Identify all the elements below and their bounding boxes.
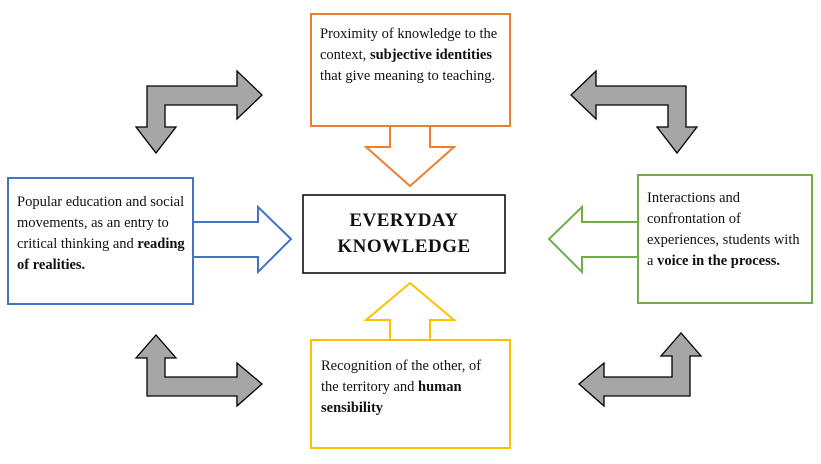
right-box (637, 174, 813, 304)
top-box-text: Proximity of knowledge to the context, s… (320, 24, 506, 87)
bottom-box-text-part1: Recognition of the other, of the territo… (321, 358, 482, 395)
right-box-text-bold: voice in the process. (657, 253, 781, 269)
bent-arrow-top-left (134, 69, 263, 155)
bottom-box-text: Recognition of the other, of the territo… (321, 356, 501, 419)
top-box-text-part1: Proximity of knowledge to the context, (320, 26, 498, 63)
left-box-text-bold: reading of realities. (17, 236, 185, 273)
left-box-text: Popular education and social movements, … (17, 192, 189, 276)
center-box (302, 194, 506, 274)
right-box-text: Interactions and confrontation of experi… (647, 188, 807, 272)
left-box (7, 177, 194, 305)
center-title-line2: KNOWLEDGE (337, 236, 471, 257)
top-box-text-part2: that give meaning to teaching. (320, 68, 496, 84)
center-title: EVERYDAY KNOWLEDGE (303, 195, 505, 273)
bent-arrow-top-right (570, 69, 699, 155)
bent-arrow-bottom-left (134, 334, 263, 408)
bent-arrow-bottom-right (578, 332, 703, 408)
bottom-up-arrow (363, 281, 457, 341)
top-box-text-bold: subjective identities (369, 47, 492, 63)
top-box (310, 13, 511, 127)
top-down-arrow (363, 125, 457, 188)
left-box-text-part1: Popular education and social movements, … (17, 194, 185, 252)
right-left-arrow (547, 204, 639, 275)
right-box-text-part1: Interactions and confrontation of experi… (647, 190, 800, 269)
left-right-arrow (192, 204, 293, 275)
center-title-line1: EVERYDAY (349, 210, 459, 231)
bottom-box-text-bold: human sensibility (321, 379, 462, 416)
